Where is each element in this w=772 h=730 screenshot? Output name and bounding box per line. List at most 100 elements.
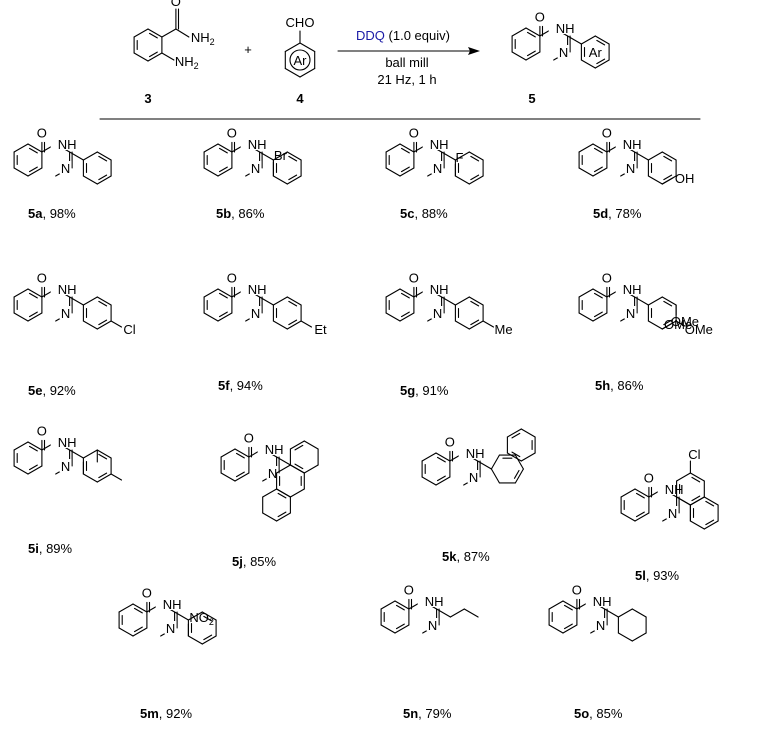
bond: [203, 634, 213, 641]
benzo-ring-bond: [435, 476, 451, 486]
bond: [98, 453, 108, 460]
benzo-ring-bond: [27, 441, 43, 451]
aryl-bond: [477, 460, 492, 470]
label-backdrop: [257, 442, 282, 455]
atom-n: N: [626, 161, 635, 176]
benzo-ring-bond: [27, 312, 43, 322]
benzo-ring-bond: [28, 147, 38, 154]
benzo-ring-bond: [634, 488, 650, 498]
compound-id: 5j: [232, 554, 243, 569]
benzo-ring-bond: [235, 452, 245, 459]
compound-yield: , 79%: [418, 706, 452, 721]
substituent-bond: [675, 320, 686, 327]
substituent-ome: OMe: [671, 314, 699, 329]
substituent-ome: OMe: [664, 317, 692, 332]
aryl-ring-bond: [703, 496, 719, 506]
atom-nh: NH: [248, 282, 267, 297]
benzo-ring-bond: [13, 167, 29, 177]
subscript: 2: [210, 37, 215, 47]
label-backdrop: [458, 446, 483, 459]
benzo-ring-bond: [217, 167, 233, 177]
bond: [689, 496, 705, 506]
benzo-ring-bond: [635, 492, 645, 499]
aryl-ring-bond: [468, 296, 484, 306]
amine-nh2: NH2: [175, 54, 199, 71]
label-backdrop: [594, 618, 607, 631]
aryl-bond: [276, 456, 291, 466]
benzo-ring-bond: [399, 312, 415, 322]
label-backdrop: [50, 282, 75, 295]
compound-number-5: 5: [528, 91, 535, 106]
benzo-ring-bond: [132, 603, 148, 613]
alkyl-bond: [436, 608, 451, 618]
atom-n: N: [433, 306, 442, 321]
bond: [289, 464, 305, 474]
atom-o: O: [142, 585, 152, 600]
benzo-ring-bond: [634, 512, 650, 522]
label-backdrop: [249, 161, 262, 174]
aryl-ring-bond: [96, 320, 112, 330]
product-aryl-bond: [594, 35, 610, 45]
label-backdrop: [615, 282, 640, 295]
aryl-ring-bond: [647, 151, 663, 161]
benzo-ring-bond: [27, 167, 43, 177]
bond: [506, 428, 522, 438]
benzo-ring-bond: [548, 624, 564, 634]
benzo-ring-bond: [593, 311, 603, 318]
condition-method: ball mill: [385, 55, 428, 70]
bond: [676, 472, 691, 482]
label-backdrop: [585, 594, 610, 607]
label-backdrop: [266, 466, 279, 479]
substituent-ome: OMe: [685, 322, 713, 337]
aldehyde-ring-bond: [299, 42, 316, 53]
atom-nh: NH: [265, 442, 284, 457]
bond: [98, 155, 108, 162]
bond: [506, 452, 522, 462]
label-backdrop: [50, 137, 75, 150]
label-backdrop: [155, 597, 180, 610]
reagent-ddq: DDQ: [356, 28, 385, 43]
cyclohexane-bond: [617, 608, 633, 618]
atom-nh: NH: [466, 446, 485, 461]
atom-n: N: [251, 306, 260, 321]
compound-id: 5i: [28, 541, 39, 556]
bond: [705, 500, 715, 507]
atom-o: O: [572, 582, 582, 597]
benzo-ring-bond: [511, 51, 527, 61]
substituent-f: F: [455, 150, 463, 165]
benzo-ring-bond: [385, 288, 401, 298]
label-backdrop: [422, 137, 447, 150]
aromatic-circle: [289, 49, 311, 71]
compound-label: 5b, 86%: [216, 206, 265, 221]
methyl-bond: [110, 473, 123, 481]
compound-id: 5h: [595, 378, 610, 393]
benzo-ring-bond: [218, 166, 228, 173]
bond: [663, 155, 673, 162]
bond: [470, 300, 480, 307]
label-backdrop: [249, 306, 262, 319]
label-backdrop: [164, 621, 177, 634]
compound-label: 5a, 98%: [28, 206, 76, 221]
compound-yield: , 86%: [610, 378, 644, 393]
label-backdrop: [426, 618, 439, 631]
compound-label: 5k, 87%: [442, 549, 490, 564]
atom-n: N: [166, 621, 175, 636]
benzo-ring-bond: [548, 600, 564, 610]
atom-n: N: [61, 161, 70, 176]
aldehyde-ring-bond: [299, 67, 316, 78]
anthranilamide-ring-bond: [133, 52, 149, 62]
compound-label: 5n, 79%: [403, 706, 452, 721]
benzo-ring-bond: [526, 50, 536, 57]
benzo-ring-bond: [28, 464, 38, 471]
aryl-ring-bond: [82, 151, 98, 161]
benzo-ring-bond: [234, 472, 250, 482]
label-backdrop: [431, 161, 444, 174]
bond: [288, 174, 298, 181]
compound-yield: , 98%: [42, 206, 76, 221]
compound-id: 5b: [216, 206, 231, 221]
label-backdrop: [240, 282, 265, 295]
benzo-ring-bond: [400, 166, 410, 173]
plus-sign: +: [244, 42, 252, 57]
aryl-ring-bond: [454, 151, 470, 161]
